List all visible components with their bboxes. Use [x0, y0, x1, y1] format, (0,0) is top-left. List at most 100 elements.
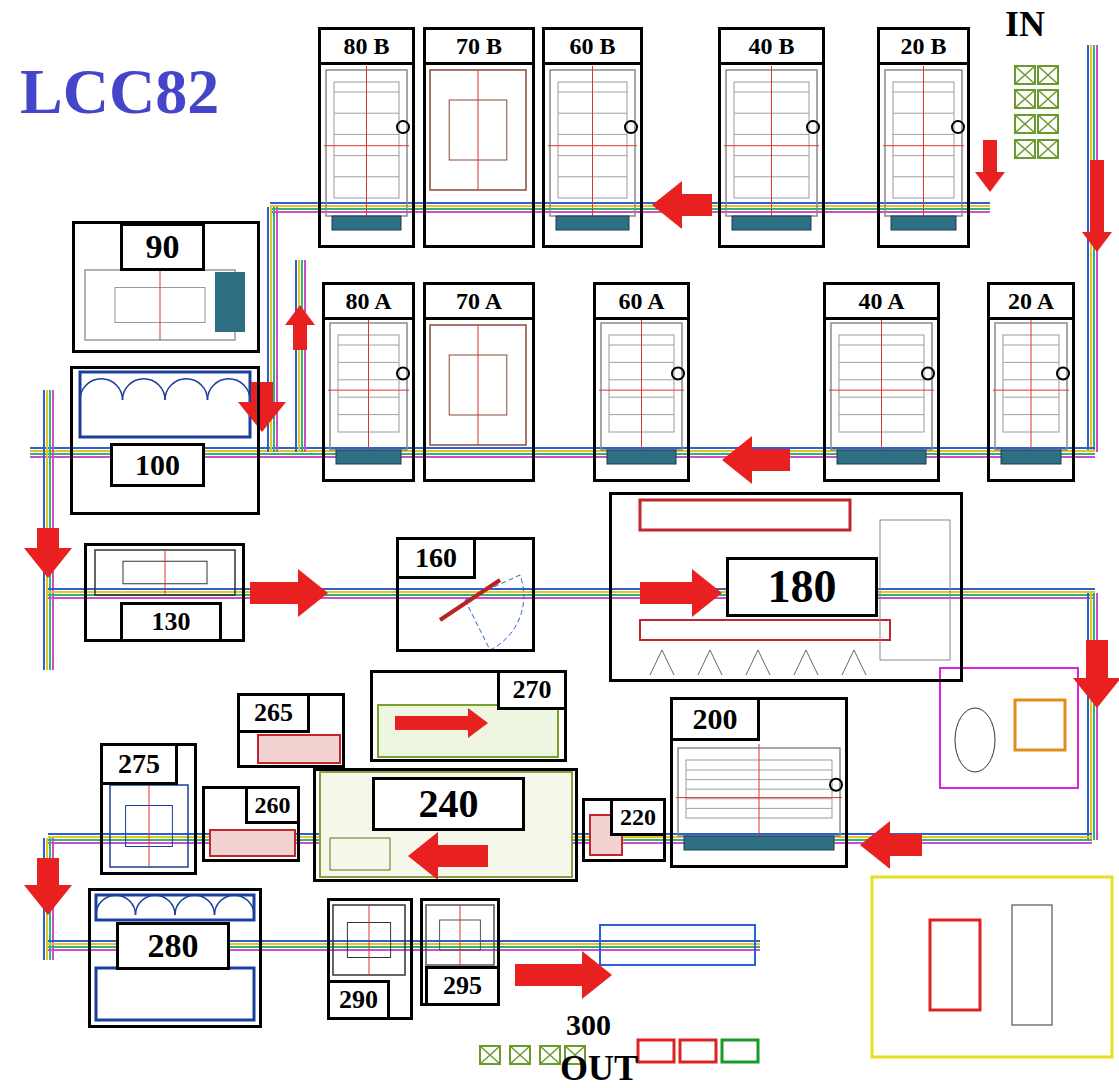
- station-number: 80 B: [318, 27, 415, 65]
- press-sketch: [324, 66, 409, 230]
- crate: [1015, 66, 1035, 84]
- station-box: 60 A: [593, 282, 690, 482]
- flow-arrow: [408, 832, 488, 880]
- station-number: 70 A: [423, 282, 535, 320]
- flow-arrow: [652, 181, 712, 229]
- conveyor: [30, 45, 1097, 960]
- door-swing: [165, 379, 208, 400]
- output-conveyor: [600, 925, 755, 965]
- conveyor-rail: [270, 208, 990, 210]
- door-swing: [80, 379, 123, 400]
- station-box: 295: [420, 898, 500, 1006]
- station-box: 80 A: [322, 282, 415, 482]
- conveyor-rail: [48, 591, 1095, 593]
- press-sketch: [993, 319, 1069, 464]
- bin: [638, 1040, 674, 1062]
- machine-sketch: [430, 70, 526, 190]
- station-box: 40 B: [718, 27, 825, 248]
- station-box: 265: [237, 693, 345, 768]
- diagram-title: LCC82: [20, 60, 219, 124]
- conveyor-rail: [304, 260, 306, 452]
- press-sketch: [548, 66, 637, 230]
- table: [955, 708, 995, 772]
- fixture-leg: [698, 650, 722, 675]
- station-box: 70 A: [423, 282, 535, 482]
- flow-arrow: [640, 569, 722, 617]
- press-sketch: [829, 319, 934, 464]
- station-box: 80 B: [318, 27, 415, 248]
- machine-sketch: [430, 325, 526, 445]
- machine-part: [930, 920, 980, 1010]
- cell-guard: [96, 968, 254, 1020]
- conveyor-rail: [1087, 45, 1089, 452]
- crate: [1015, 115, 1035, 133]
- fixture-leg: [650, 650, 674, 675]
- station-number: 275: [100, 743, 178, 785]
- station-box: 90: [72, 221, 260, 353]
- station-box: 160: [396, 537, 535, 652]
- station-number: 240: [372, 777, 525, 831]
- crate: [1015, 90, 1035, 108]
- conveyor-rail: [48, 588, 1095, 590]
- station-box: 275: [100, 743, 197, 875]
- machine-frame: [378, 705, 558, 757]
- station-number: 200: [670, 697, 760, 741]
- press-sketch: [599, 319, 684, 464]
- station-number: 130: [120, 602, 222, 642]
- station-box: 260: [202, 786, 300, 862]
- flow-arrow: [1082, 160, 1112, 252]
- station-number: 180: [726, 557, 878, 617]
- station-box: 270: [370, 670, 567, 762]
- crate: [1038, 140, 1058, 158]
- door-swing: [123, 379, 166, 400]
- station-number: 80 A: [322, 282, 415, 320]
- station-box: 70 B: [423, 27, 535, 248]
- flow-arrow: [722, 436, 790, 484]
- press-sketch: [676, 744, 842, 850]
- conveyor-rail: [1096, 593, 1098, 840]
- machine-part: [880, 520, 950, 660]
- station-number: 60 A: [593, 282, 690, 320]
- flow-arrow: [515, 951, 612, 999]
- conveyor-rail: [270, 202, 990, 204]
- station-number: 20 B: [877, 27, 970, 65]
- station-number: 280: [116, 922, 230, 970]
- station-number: 90: [120, 223, 205, 271]
- door-swing: [215, 895, 255, 915]
- station-number: 100: [110, 443, 205, 487]
- station-box: 180: [609, 492, 963, 682]
- cell-guard: [96, 895, 254, 920]
- crate: [1015, 140, 1035, 158]
- press-sketch: [883, 66, 964, 230]
- machine-sketch: [333, 905, 405, 975]
- tool-room: [872, 877, 1112, 1057]
- area-label: 300: [566, 1010, 611, 1040]
- fixture-leg: [794, 650, 818, 675]
- station-number: 40 A: [823, 282, 940, 320]
- station-number: 295: [425, 966, 500, 1006]
- cell-guard: [80, 372, 250, 437]
- station-number: 270: [497, 670, 567, 710]
- station-number: 265: [237, 693, 310, 733]
- station-number: 220: [610, 798, 666, 836]
- machine-part: [640, 620, 890, 640]
- crate: [480, 1046, 500, 1064]
- conveyor-rail: [301, 260, 303, 452]
- flow-arrow: [250, 569, 328, 617]
- station-box: 40 A: [823, 282, 940, 482]
- press-sketch: [328, 319, 409, 464]
- press-sketch: [724, 66, 819, 230]
- area-label: IN: [1005, 6, 1045, 42]
- station-box: 130: [84, 543, 245, 642]
- bin: [680, 1040, 716, 1062]
- fixture-leg: [842, 650, 866, 675]
- station-box: 220: [582, 798, 666, 862]
- bin: [722, 1040, 758, 1062]
- flow-arrow: [24, 858, 72, 915]
- door-swing: [175, 895, 215, 915]
- crate: [540, 1046, 560, 1064]
- flow-arrow: [975, 140, 1005, 192]
- area-label: OUT: [560, 1050, 638, 1086]
- station-number: 290: [327, 980, 390, 1020]
- machine-part: [330, 838, 390, 870]
